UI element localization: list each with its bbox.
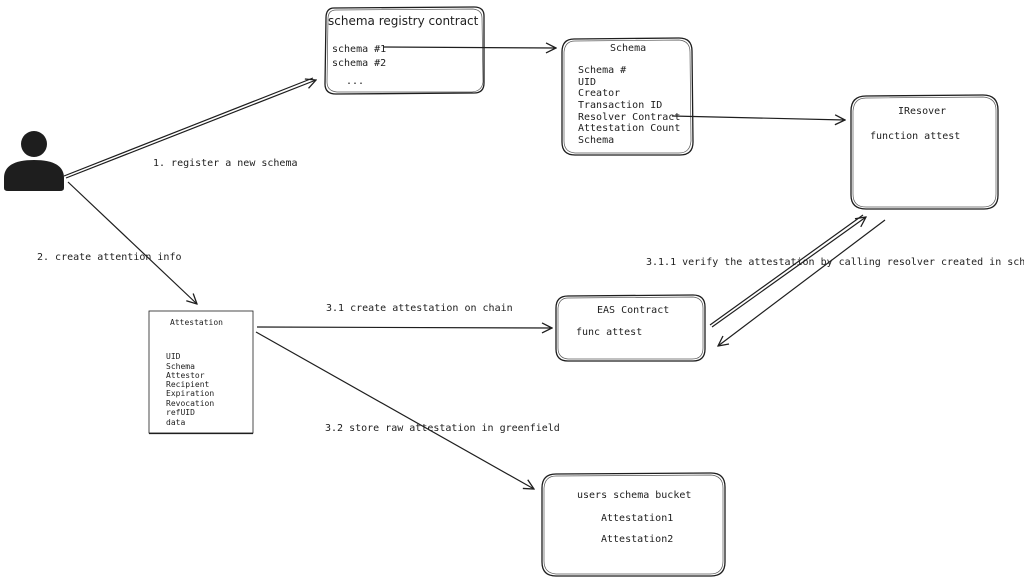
attestation-title: Attestation	[170, 318, 223, 327]
attestation-field: Schema	[166, 362, 195, 371]
attestation-field: Attestor	[166, 371, 205, 380]
schema-field: UID	[578, 77, 596, 88]
schema-field: Schema #	[578, 65, 626, 76]
arrow-register-schema	[65, 80, 316, 179]
registry-item-2: schema #2	[332, 58, 386, 69]
schema-field: Transaction ID	[578, 100, 662, 111]
bucket-item: Attestation2	[601, 534, 673, 545]
label-register-schema: 1. register a new schema	[153, 158, 298, 169]
arrow-verify-call	[711, 217, 866, 328]
schema-box: Schema Schema # UID Creator Transaction …	[561, 37, 694, 156]
eas-contract-box: EAS Contract func attest	[555, 294, 706, 362]
label-create-info: 2. create attention info	[37, 252, 182, 263]
attestation-field: UID	[166, 352, 181, 361]
schema-registry-box: schema registry contract schema #1 schem…	[324, 6, 485, 95]
label-store-raw: 3.2 store raw attestation in greenfield	[325, 423, 560, 434]
label-create-on-chain: 3.1 create attestation on chain	[326, 303, 513, 314]
resolver-title: IResover	[898, 106, 946, 117]
arrow-store-raw	[255, 331, 534, 489]
eas-function: func attest	[576, 327, 642, 338]
bucket-title: users schema bucket	[577, 490, 691, 501]
attestation-field: Revocation	[166, 399, 214, 408]
label-verify: 3.1.1 verify the attestation by calling …	[646, 257, 1024, 268]
eas-title: EAS Contract	[597, 305, 669, 316]
bucket-item: Attestation1	[601, 513, 673, 524]
arrows	[63, 47, 886, 489]
resolver-box: IResover function attest	[850, 94, 999, 210]
schema-title: Schema	[610, 43, 646, 54]
attestation-field: Recipient	[166, 380, 210, 389]
registry-title: schema registry contract	[328, 14, 479, 28]
attestation-field: data	[166, 418, 185, 427]
arrow-resolver-contract	[671, 116, 845, 120]
arrow-create-attestation-info	[67, 181, 197, 304]
user-icon	[4, 131, 64, 191]
resolver-function: function attest	[870, 131, 960, 142]
registry-item-1: schema #1	[332, 44, 386, 55]
attestation-document: Attestation UID Schema Attestor Recipien…	[148, 310, 254, 435]
schema-field: Attestation Count	[578, 123, 680, 134]
arrow-registry-to-schema	[382, 47, 556, 48]
arrow-create-on-chain	[256, 327, 552, 328]
attestation-field: refUID	[166, 408, 195, 417]
registry-item-ellipsis: ...	[346, 76, 364, 87]
schema-bucket-box: users schema bucket Attestation1 Attesta…	[541, 472, 726, 577]
schema-field: Schema	[578, 135, 614, 146]
schema-field: Creator	[578, 88, 620, 99]
schema-field: Resolver Contract	[578, 112, 680, 123]
attestation-field: Expiration	[166, 389, 214, 398]
arrow-verify-return	[718, 219, 886, 346]
